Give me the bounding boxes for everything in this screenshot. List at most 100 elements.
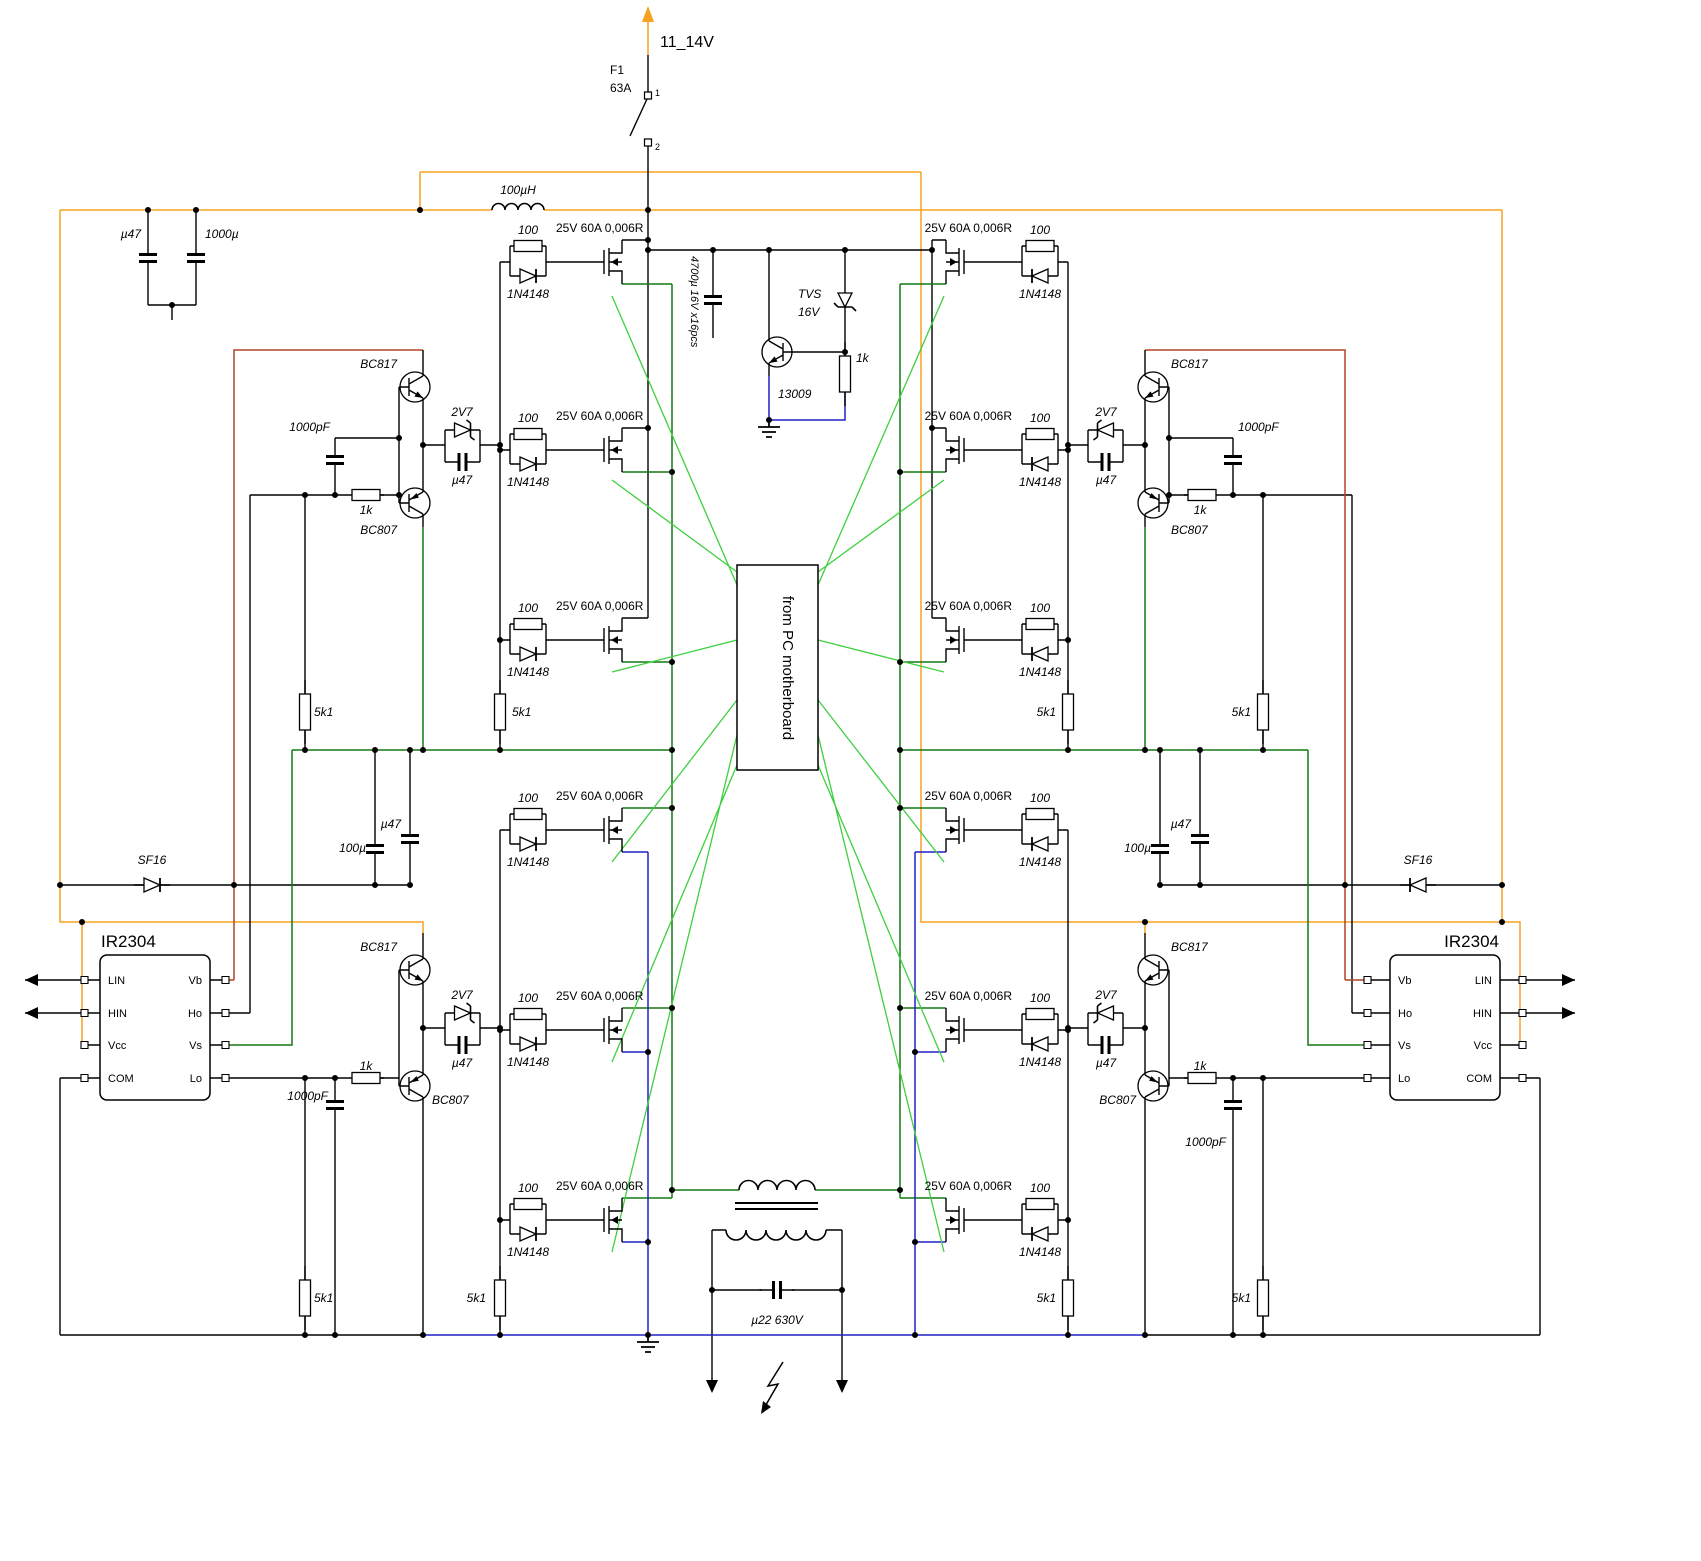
gate-network	[980, 1199, 1068, 1242]
ic-pin-label: COM	[1466, 1073, 1492, 1085]
output-arrow-icon	[706, 1380, 718, 1393]
driver-cell-bottom-right	[1068, 933, 1230, 1110]
zener-label: 2V7	[1094, 988, 1118, 1002]
zener-label: 2V7	[450, 988, 474, 1002]
ic-pin-label: HIN	[108, 1008, 127, 1020]
clamp-transistor-label: 13009	[778, 387, 812, 401]
boot-cap-u47	[399, 822, 421, 856]
gate-res-label: 100	[1030, 1181, 1050, 1195]
zener-label: 2V7	[1094, 405, 1118, 419]
npn-label: BC817	[360, 357, 398, 371]
mains-lightning-icon	[761, 1361, 784, 1414]
fuse-name: F1	[610, 63, 624, 77]
boot-cap2-label: µ47	[381, 817, 403, 831]
pulldown-5k1	[1061, 679, 1075, 745]
pnp-label: BC807	[360, 523, 398, 537]
fuse-rating: 63A	[610, 81, 631, 95]
ic-pin-label: Lo	[190, 1073, 202, 1085]
cap-1000pf	[1222, 443, 1244, 477]
filter-inductor	[491, 202, 545, 211]
wire-gate-signals-green	[611, 295, 945, 1253]
gate-res-label: 100	[1030, 991, 1050, 1005]
zener-label: 2V7	[450, 405, 474, 419]
pnp-label: BC807	[432, 1093, 470, 1107]
fuse-pin1: 1	[655, 88, 660, 98]
mosfet-rating-label: 25V 60A 0,006R	[556, 409, 644, 423]
boot-cap-100u	[364, 832, 386, 866]
pulldown-label: 5k1	[467, 1291, 486, 1305]
gate-diode-label: 1N4148	[507, 855, 549, 869]
boot-diode-sf16-left	[133, 877, 171, 893]
gate-diode-label: 1N4148	[1019, 287, 1061, 301]
driver-cap-label: µ47	[452, 1056, 474, 1070]
driver-res-label: 1k	[360, 1059, 374, 1073]
bulk-cap	[702, 283, 724, 317]
fuse-pin2: 2	[655, 142, 660, 152]
gate-network	[500, 1199, 588, 1242]
mosfet-ls-left-3	[587, 1197, 623, 1243]
motherboard-connector-box	[736, 564, 819, 771]
mosfet-hs-right-3	[945, 617, 981, 663]
gate-res-label: 100	[1030, 411, 1050, 425]
npn-label: BC817	[1171, 940, 1209, 954]
gate-diode-label: 1N4148	[1019, 475, 1061, 489]
gate-res-label: 100	[518, 791, 538, 805]
driver-cap-label: µ47	[452, 473, 474, 487]
boot-diode-label: SF16	[1404, 853, 1433, 867]
gate-network	[980, 429, 1068, 472]
ic-pin-label: COM	[108, 1073, 134, 1085]
gate-network	[500, 619, 588, 662]
pulldown-5k1	[1256, 679, 1270, 745]
mosfet-rating-label: 25V 60A 0,006R	[556, 1179, 644, 1193]
pulldown-label: 5k1	[314, 705, 333, 719]
filter-cap2-value: 1000µ	[205, 227, 239, 241]
gate-diode-label: 1N4148	[1019, 665, 1061, 679]
ic-pin-label: Lo	[1398, 1073, 1410, 1085]
center-box-label: from PC motherboard	[779, 596, 796, 740]
mosfet-rating-label: 25V 60A 0,006R	[925, 789, 1013, 803]
pulldown-label: 5k1	[1232, 1291, 1251, 1305]
gate-network	[980, 1009, 1068, 1052]
clamp-resistor-label: 1k	[856, 351, 870, 365]
wire-ground-blue	[423, 376, 1145, 1336]
mosfet-rating-label: 25V 60A 0,006R	[925, 599, 1013, 613]
boot-cap1-label: 100µ	[339, 841, 366, 855]
gate-network	[980, 241, 1068, 284]
gate-diode-label: 1N4148	[1019, 1245, 1061, 1259]
mosfet-ls-right-2	[945, 1007, 981, 1053]
ic-pin-label: LIN	[1475, 975, 1492, 987]
gate-diode-label: 1N4148	[1019, 1055, 1061, 1069]
transformer-core	[735, 1202, 818, 1210]
pulldown-5k1	[298, 1265, 312, 1331]
supply-arrow-icon	[642, 6, 654, 22]
driver-res-label: 1k	[1194, 1059, 1208, 1073]
wire-supply-orange	[59, 14, 1526, 1046]
gate-res-label: 100	[1030, 791, 1050, 805]
ic-pin-label: Vb	[189, 975, 202, 987]
mosfet-rating-label: 25V 60A 0,006R	[556, 989, 644, 1003]
mosfet-hs-left-2	[587, 427, 623, 473]
pulldown-5k1	[1256, 1265, 1270, 1331]
cap-1000pf	[324, 443, 346, 477]
driver-res-label: 1k	[1194, 503, 1208, 517]
mosfet-rating-label: 25V 60A 0,006R	[925, 221, 1013, 235]
gate-diode-label: 1N4148	[507, 1245, 549, 1259]
mosfet-rating-label: 25V 60A 0,006R	[556, 789, 644, 803]
junction-dots	[57, 207, 1505, 1338]
inductor-value: 100µH	[500, 183, 536, 197]
gate-diode-label: 1N4148	[507, 665, 549, 679]
driver-cap2-label: 1000pF	[289, 420, 330, 434]
tvs-value: 16V	[798, 305, 820, 319]
clamp-transistor-13009	[761, 327, 794, 377]
signal-arrow-icon	[1562, 974, 1575, 986]
bulk-cap-value: 4700µ 16V x16pcs	[688, 256, 700, 348]
mosfet-rating-label: 25V 60A 0,006R	[925, 409, 1013, 423]
pulldown-label: 5k1	[1232, 705, 1251, 719]
boot-diode-sf16-right	[1399, 877, 1437, 893]
fuse-pins	[643, 91, 653, 147]
pnp-label: BC807	[1171, 523, 1209, 537]
driver-cap2-label: 1000pF	[287, 1089, 328, 1103]
mosfet-rating-label: 25V 60A 0,006R	[925, 989, 1013, 1003]
mosfet-hs-left-3	[587, 617, 623, 663]
pulldown-5k1	[493, 679, 507, 745]
